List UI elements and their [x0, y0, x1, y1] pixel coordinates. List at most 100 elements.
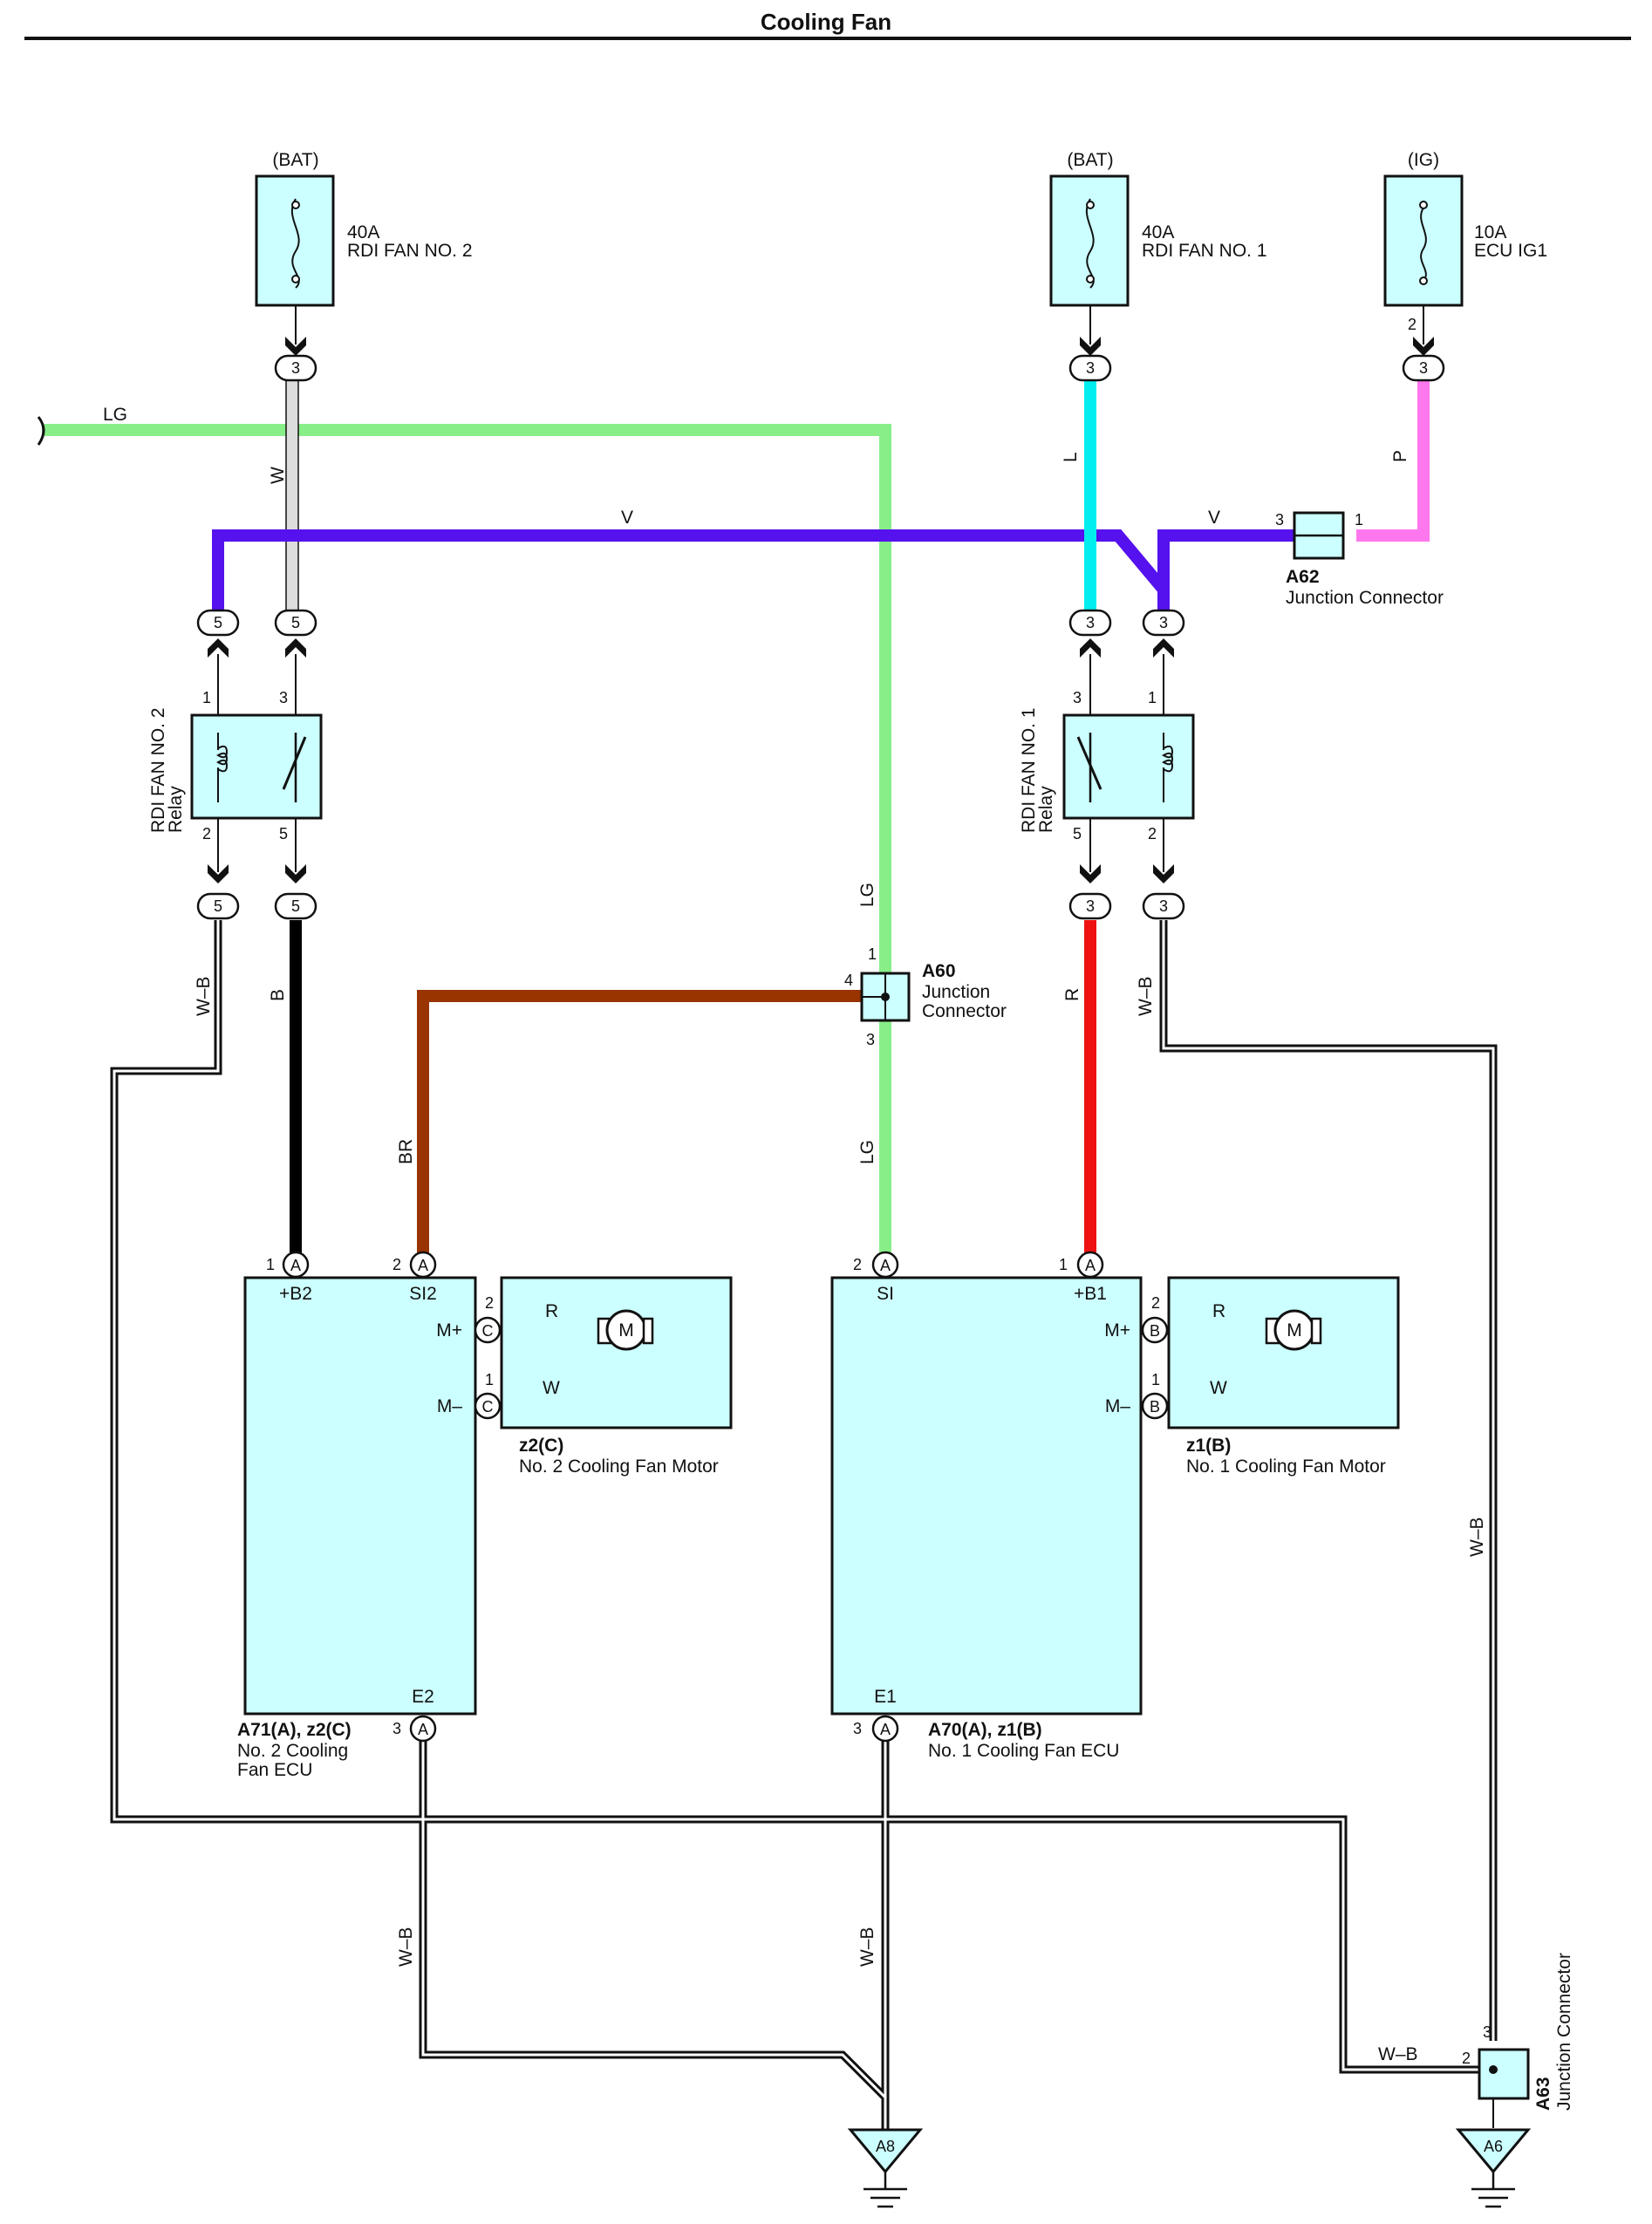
junction-a63: 3 2 [1462, 2023, 1530, 2128]
label-w-motor2: W [543, 1378, 560, 1398]
fuse-rdi1-amp: 40A [1142, 222, 1174, 242]
a62-name: Junction Connector [1286, 588, 1444, 608]
label-w: W [268, 467, 288, 484]
svg-text:3: 3 [853, 1720, 862, 1737]
a60-line1: Junction [922, 982, 990, 1002]
motor-no1: M [1167, 1276, 1400, 1429]
label-lg-upper: LG [857, 883, 877, 907]
svg-text:3: 3 [291, 359, 300, 377]
relay-connectors-top: 5 5 3 3 [196, 609, 1185, 658]
svg-text:4: 4 [844, 972, 853, 989]
svg-text:2: 2 [1151, 1294, 1160, 1312]
ecu2-id: A71(A), z2(C) [237, 1720, 352, 1740]
ecu1-pin-b: +B1 [1074, 1284, 1107, 1304]
label-r-motor1: R [1212, 1301, 1225, 1321]
motor1-symbol: M [1287, 1320, 1302, 1341]
svg-text:3: 3 [393, 1720, 401, 1737]
relay-rdi-fan-1: 3 1 5 2 [1062, 654, 1195, 883]
svg-text:5: 5 [291, 897, 300, 915]
wire-br [417, 990, 868, 1263]
junction-a62: 3 1 [1275, 511, 1363, 560]
svg-text:A6: A6 [1484, 2138, 1503, 2155]
a60-line2: Connector [922, 1001, 1007, 1021]
source-bat-right: (BAT) [1067, 150, 1113, 170]
svg-text:3: 3 [1086, 359, 1095, 377]
a62-id: A62 [1286, 567, 1320, 587]
relay1-label: RDI FAN NO. 1 [1019, 707, 1039, 833]
svg-text:2: 2 [1148, 825, 1157, 843]
fuse-ecu-ig1 [1383, 174, 1464, 356]
ecu2-pin-e: E2 [412, 1687, 434, 1707]
relay2-label: RDI FAN NO. 2 [148, 707, 168, 833]
ecu1-pin-e: E1 [874, 1687, 897, 1707]
a63-id: A63 [1533, 2077, 1553, 2111]
svg-text:B: B [1150, 1322, 1160, 1340]
svg-text:A: A [418, 1257, 428, 1274]
svg-text:A8: A8 [876, 2138, 895, 2155]
svg-text:1: 1 [1151, 1371, 1160, 1388]
svg-text:5: 5 [291, 614, 300, 631]
svg-text:1: 1 [1059, 1256, 1068, 1273]
fuse-rdi1-name: RDI FAN NO. 1 [1142, 241, 1267, 261]
svg-text:3: 3 [1086, 897, 1095, 915]
label-wb-a63: W–B [1378, 2044, 1418, 2064]
ecu2-pin-b: +B2 [279, 1284, 312, 1304]
svg-text:3: 3 [1073, 689, 1082, 706]
motor1-name: No. 1 Cooling Fan Motor [1186, 1457, 1386, 1477]
relay1-label-2: Relay [1036, 786, 1056, 833]
label-r-motor2: R [545, 1301, 558, 1321]
label-v-mid: V [621, 508, 633, 528]
label-w-motor1: W [1210, 1378, 1227, 1398]
fuse-rdi2-amp: 40A [347, 222, 379, 242]
wire-p [1356, 379, 1430, 542]
label-br: BR [396, 1139, 416, 1164]
ecu1-pin-si: SI [877, 1284, 894, 1304]
fuse-ecu-amp: 10A [1474, 222, 1506, 242]
svg-text:B: B [1150, 1398, 1160, 1416]
svg-text:3: 3 [866, 1031, 875, 1048]
pin-2-ig: 2 [1408, 316, 1416, 333]
a60-id: A60 [922, 961, 956, 981]
svg-text:A: A [290, 1257, 301, 1274]
wire-w-fuse2 [285, 379, 299, 624]
label-b: B [268, 989, 288, 1001]
label-l: L [1061, 452, 1081, 462]
svg-text:C: C [482, 1398, 494, 1416]
ecu1-pin-mplus: M+ [1104, 1320, 1130, 1341]
source-bat-left: (BAT) [272, 150, 318, 170]
label-lg-lower: LG [857, 1140, 877, 1164]
svg-text:2: 2 [202, 825, 211, 843]
label-wb-ecu1: W–B [857, 1927, 877, 1967]
ecu1-id: A70(A), z1(B) [928, 1720, 1042, 1740]
svg-text:A: A [418, 1721, 428, 1738]
source-ig: (IG) [1408, 150, 1439, 170]
svg-text:5: 5 [279, 825, 288, 843]
label-r-relay1: R [1062, 988, 1082, 1001]
ecu2-name-1: No. 2 Cooling [237, 1741, 348, 1761]
motor2-symbol: M [618, 1320, 634, 1341]
a63-name: Junction Connector [1554, 1953, 1574, 2111]
svg-text:1: 1 [868, 945, 877, 963]
svg-text:1: 1 [202, 689, 211, 706]
fuse-rdi-fan-2 [255, 174, 335, 356]
ecu1-name: No. 1 Cooling Fan ECU [928, 1741, 1119, 1761]
motor2-id: z2(C) [519, 1436, 563, 1456]
wire-lg [37, 416, 891, 1265]
label-wb-right: W–B [1467, 1517, 1487, 1557]
diagram-title: Cooling Fan [761, 9, 891, 35]
motor-no2: M [500, 1276, 733, 1429]
fuse-rdi-fan-1 [1049, 174, 1130, 356]
svg-text:2: 2 [1462, 2050, 1471, 2067]
connector-3-top: 3 3 3 [274, 354, 1445, 382]
motor1-id: z1(B) [1186, 1436, 1231, 1456]
svg-text:2: 2 [853, 1256, 862, 1273]
svg-text:5: 5 [214, 897, 222, 915]
label-p: P [1390, 450, 1410, 462]
svg-text:1: 1 [1355, 511, 1363, 529]
ecu1-pin-mminus: M– [1105, 1396, 1130, 1416]
motor2-name: No. 2 Cooling Fan Motor [519, 1457, 719, 1477]
ecu2-pin-si: SI2 [409, 1284, 437, 1304]
svg-text:3: 3 [1419, 359, 1428, 377]
relay-rdi-fan-2: 1 3 2 5 [190, 654, 323, 883]
